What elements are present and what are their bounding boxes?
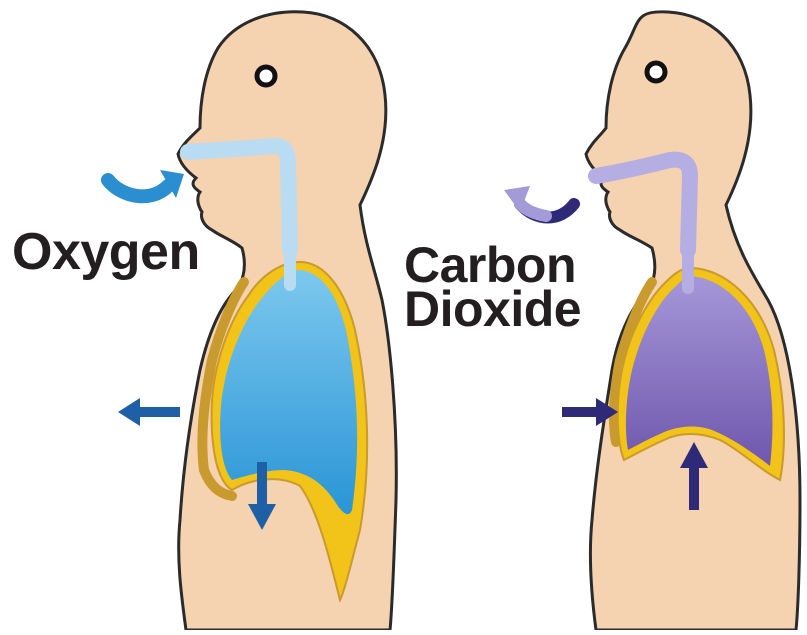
chest-expand-arrow-icon bbox=[118, 398, 180, 426]
oxygen-label: Oxygen bbox=[12, 226, 200, 278]
inhale-figure bbox=[108, 12, 396, 630]
exhale-eye-icon bbox=[647, 63, 665, 81]
curved-inhale-arrow-icon bbox=[108, 170, 184, 198]
carbon-dioxide-label-line2: Dioxide bbox=[404, 284, 581, 334]
inhale-eye-icon bbox=[257, 67, 275, 85]
curved-exhale-arrow-icon bbox=[504, 186, 574, 218]
